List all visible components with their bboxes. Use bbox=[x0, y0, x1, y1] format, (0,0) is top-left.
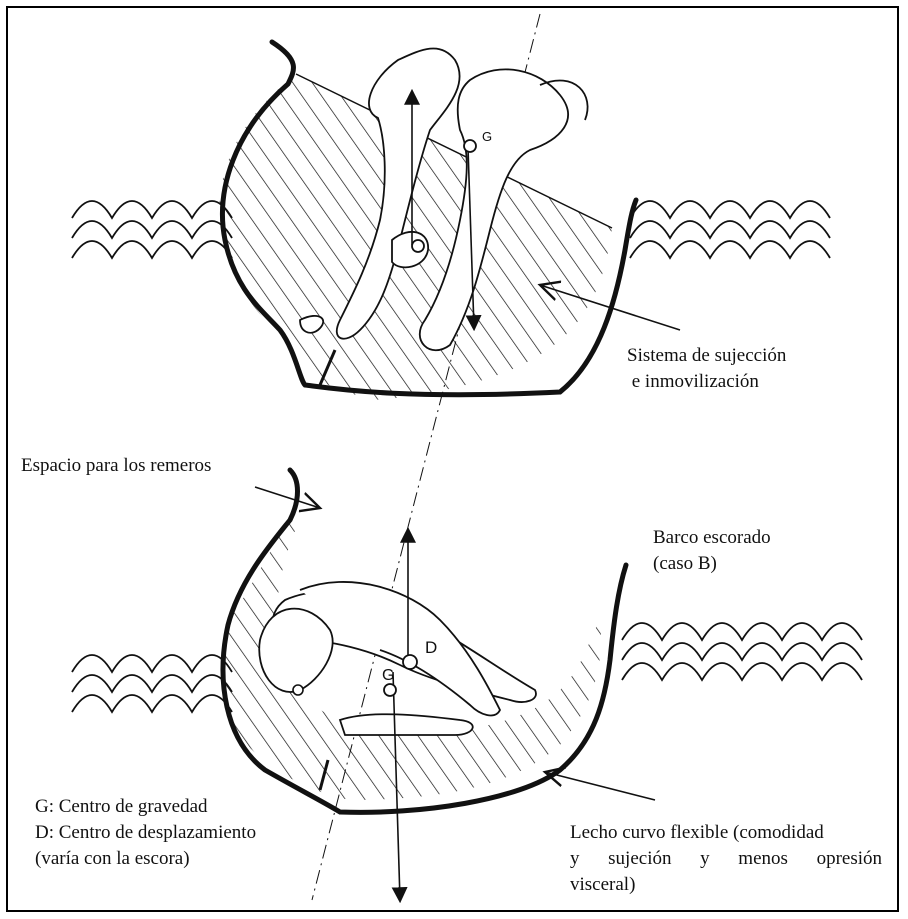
legend-d-note: (varía con la escora) bbox=[35, 846, 256, 872]
lower-waves-right bbox=[622, 623, 862, 680]
upper-waves-left bbox=[72, 201, 232, 258]
lower-point-g-label: G bbox=[382, 667, 394, 684]
barco-label-line1: Barco escorado bbox=[653, 525, 771, 551]
lecho-label-line1: Lecho curvo flexible (comodidad bbox=[570, 820, 882, 846]
upper-point-g-label: G bbox=[482, 129, 492, 144]
barco-label-line2: (caso B) bbox=[653, 551, 771, 577]
espacio-label: Espacio para los remeros bbox=[21, 453, 211, 479]
lecho-label-line3: visceral) bbox=[570, 872, 882, 898]
upper-point-g-marker bbox=[464, 140, 476, 152]
barco-escorado-label: Barco escorado (caso B) bbox=[653, 525, 771, 577]
lower-point-g-marker bbox=[384, 684, 396, 696]
sujecion-label: Sistema de sujección e inmovilización bbox=[627, 343, 786, 395]
legend-g: G: Centro de gravedad bbox=[35, 794, 256, 820]
lower-waves-left bbox=[72, 655, 232, 712]
legend-block: G: Centro de gravedad D: Centro de despl… bbox=[35, 794, 256, 872]
lecho-pointer-arrow bbox=[545, 772, 655, 800]
lower-point-d-marker bbox=[403, 655, 417, 669]
lecho-label-line2: y sujeción y menos opresión bbox=[570, 846, 882, 872]
sujecion-label-line2: e inmovilización bbox=[627, 369, 786, 395]
espacio-pointer-arrow bbox=[255, 487, 320, 508]
lower-point-d-label: D bbox=[425, 638, 437, 657]
lecho-label: Lecho curvo flexible (comodidad y sujeci… bbox=[570, 820, 882, 898]
legend-d: D: Centro de desplazamiento bbox=[35, 820, 256, 846]
upper-waves-right bbox=[630, 201, 830, 258]
sujecion-label-line1: Sistema de sujección bbox=[627, 343, 786, 369]
